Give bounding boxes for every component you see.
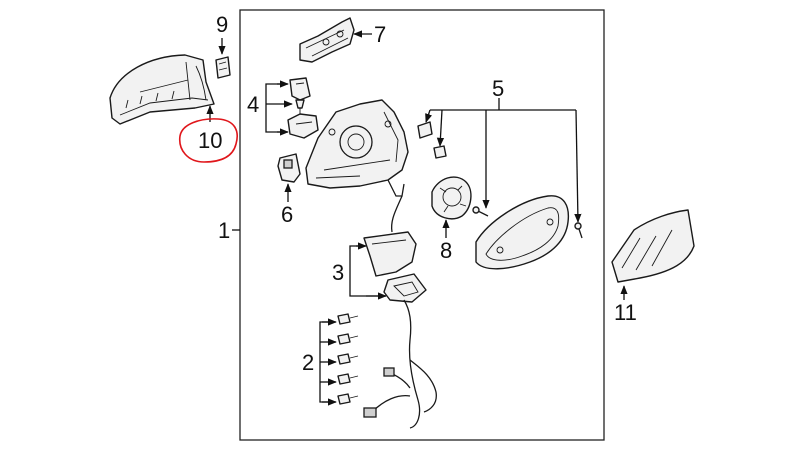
leader-lines — [206, 30, 628, 406]
callout-6: 6 — [281, 202, 293, 227]
callout-1: 1 — [218, 218, 230, 243]
part-6-motor[interactable] — [277, 153, 301, 183]
callout-10: 10 — [198, 128, 222, 153]
highlight-circle — [179, 118, 238, 163]
part-9-clip[interactable] — [215, 56, 231, 79]
part-11-mirror-glass[interactable] — [611, 209, 695, 283]
callout-2: 2 — [302, 350, 314, 375]
callout-8: 8 — [440, 238, 452, 263]
callout-11: 11 — [614, 300, 637, 325]
callout-4: 4 — [247, 92, 259, 117]
mirror-base-housing[interactable] — [305, 99, 409, 197]
callout-9: 9 — [216, 12, 228, 37]
part-8-actuator-disc[interactable] — [431, 176, 472, 220]
callout-7: 7 — [374, 22, 386, 47]
part-7-bracket[interactable] — [299, 17, 355, 63]
part-2-terminals[interactable] — [337, 313, 359, 405]
part-3-seals[interactable] — [363, 231, 427, 303]
callout-3: 3 — [332, 260, 344, 285]
part-4-clips[interactable] — [287, 77, 319, 139]
assembly-frame — [239, 9, 605, 441]
callout-5: 5 — [492, 76, 504, 101]
part-5-screws[interactable] — [417, 121, 583, 239]
glass-backing-plate[interactable] — [475, 195, 570, 270]
wiring-harness[interactable] — [363, 195, 437, 429]
part-10-mirror-cap[interactable] — [109, 54, 215, 125]
